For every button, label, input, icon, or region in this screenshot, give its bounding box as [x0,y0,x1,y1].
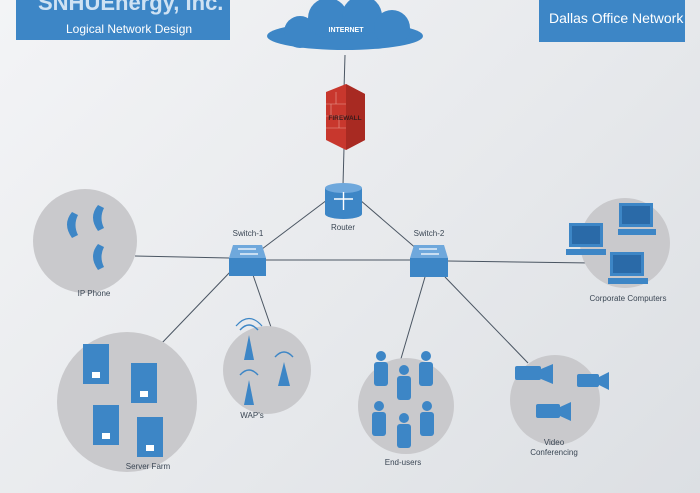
user-icon [374,351,388,386]
company-banner: SNHUEnergy, Inc. Logical Network Design [16,0,230,40]
video-conferencing-icon [515,364,609,421]
waps-label: WAP's [240,411,264,420]
server-farm-group [57,332,197,472]
internet-cloud-icon [267,0,423,50]
waps-group [223,326,311,414]
server-icon [93,405,119,445]
computer-icon [608,252,648,284]
link-switch2-computers [447,260,593,264]
network-title: Dallas Office Network [549,10,684,26]
wap-icon [235,317,263,360]
network-links [134,54,593,364]
diagram-subtitle: Logical Network Design [66,22,193,36]
corporate-computers-icon [566,203,656,284]
link-switch2-video [444,276,529,364]
end-users-label: End-users [384,458,422,467]
server-icon [131,363,157,403]
server-icon [83,344,109,384]
computer-icon [618,203,656,235]
video-conferencing-label-line1: Video [543,438,565,447]
waps-icon [235,317,294,405]
link-internet-firewall [343,54,346,91]
internet-label: INTERNET [329,27,365,34]
computer-icon [566,223,606,255]
user-icon [372,401,386,436]
user-icon [419,351,433,386]
ip-phone-label: IP Phone [77,289,111,298]
link-switch1-serverfarm [159,269,233,346]
wap-icon [274,351,294,386]
end-users-icon [372,351,434,448]
server-farm-icon [83,344,163,457]
switch-1-icon [229,245,266,276]
user-icon [397,413,411,448]
wap-icon [239,369,259,405]
switch-2-label: Switch-2 [413,229,445,238]
ip-phone-group [33,189,137,293]
server-icon [137,417,163,457]
network-title-banner: Dallas Office Network [539,0,685,42]
ip-phone-icon [67,205,104,270]
router-label: Router [330,223,355,232]
router-icon [325,183,362,219]
link-router-switch2 [359,199,419,251]
user-icon [420,401,434,436]
corporate-computers-label: Corporate Computers [589,294,667,303]
firewall-icon [326,84,365,150]
video-conferencing-label-line2: Conferencing [530,448,578,457]
link-switch2-endusers [399,276,426,363]
video-camera-icon [536,402,571,421]
link-firewall-router [342,147,345,186]
link-ipphone-switch1 [134,255,230,259]
company-name: SNHUEnergy, Inc. [38,0,224,15]
video-camera-icon [577,372,609,390]
user-icon [397,365,411,400]
link-switch1-waps [252,274,273,331]
link-router-switch1 [261,199,328,250]
video-camera-icon [515,364,553,384]
switch-2-icon [410,245,448,277]
firewall-label: FIREWALL [328,115,361,122]
server-farm-label: Server Farm [125,462,171,471]
switch-1-label: Switch-1 [232,229,264,238]
